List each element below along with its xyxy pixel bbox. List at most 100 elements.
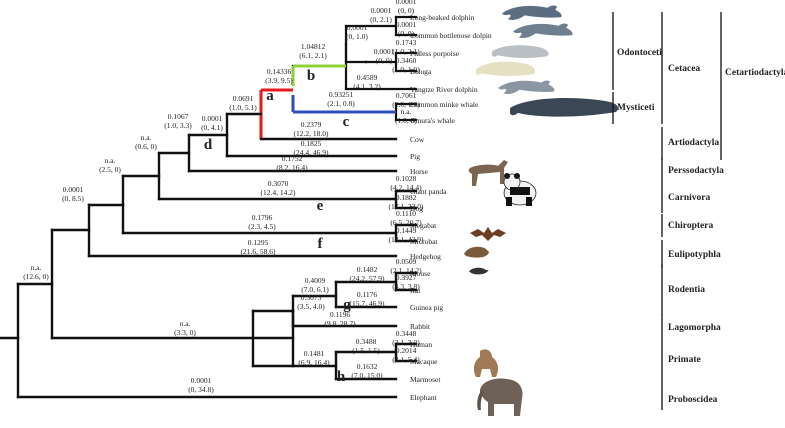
omega-value-pig: 0.1825 (301, 139, 322, 148)
omega-value-rodentia: 0.4009 (305, 276, 326, 285)
omega-value-mysticeti: 0.93251 (329, 90, 354, 99)
omega-value-chiroptera: 0.1796 (252, 213, 273, 222)
omega-value-guinea-pig: 0.1176 (357, 290, 378, 299)
ci-value-long-beaked-dolphin: (0, 0) (398, 6, 415, 15)
ci-value-horse: (8.2, 16.4) (276, 163, 308, 172)
omega-value-dolphin-clade: 0.0001 (371, 6, 392, 15)
segment-label-e: e (317, 198, 324, 214)
segment-label-c: c (343, 114, 350, 130)
segment-label-d: d (204, 137, 213, 153)
ci-value-hedgehog: (21.6, 58.6) (241, 247, 276, 256)
omega-value-odontoceti: 1.04812 (301, 42, 326, 51)
taxon-label: Finless porpoise (410, 49, 460, 58)
ci-value-yangtze: (4.1, 3.2) (353, 82, 381, 91)
taxon-label: Common minke whale (410, 100, 479, 109)
segment-label-a: a (266, 88, 274, 104)
tree-branches (0, 15, 418, 399)
omega-value-scrotifera: n.a. (105, 156, 116, 165)
ci-value-whippomorpha: (1.0, 5.1) (229, 103, 257, 112)
bat-icon (470, 227, 506, 241)
panda-icon (503, 173, 537, 206)
ci-value-beluga: (1.0, 1.0) (392, 65, 420, 74)
taxon-label: Beluga (410, 67, 432, 76)
group-label-eulipotyphla: Eulipotyphla (668, 250, 721, 260)
omega-value-finless-porpoise: 0.1743 (396, 38, 417, 47)
taxon-label: Human (410, 340, 432, 349)
group-label-primate: Primate (668, 355, 701, 365)
ci-value-microbat: (18.1, 43.9) (389, 235, 424, 244)
omega-value-cetartiodactyla: 0.1067 (168, 112, 189, 121)
omega-value-laurasiatheria: 0.0001 (63, 185, 84, 194)
taxon-label: Mouse (410, 269, 431, 278)
ci-value-delphinoid: (0, 1.0) (346, 32, 368, 41)
taxon-label: Hedgehog (410, 252, 441, 261)
group-label-artiodactyla: Artiodactyla (668, 138, 719, 148)
omega-value-delphinoid: 0.0001 (347, 23, 368, 32)
ci-value-boreoeutheria: (12.6, 0) (23, 272, 49, 281)
ci-value-mysticeti: (2.1, 0.8) (327, 99, 355, 108)
ci-value-finless-porpoise: (1.0, 2.1) (392, 47, 420, 56)
ci-value-fereuungulata: (0.6, 0) (135, 142, 157, 151)
ci-value-cow: (12.2, 18.0) (294, 129, 329, 138)
omega-value-rat: 0.3927 (396, 273, 417, 282)
ci-value-murinae: (24.2, 57.9) (350, 274, 385, 283)
ci-value-rabbit: (9.8, 28.7) (324, 319, 356, 328)
group-label-perssodactyla: Perssodactyla (668, 166, 724, 176)
omega-value-microbat: 0.1449 (396, 226, 417, 235)
omega-value-marmoset: 0.1632 (357, 362, 378, 371)
ci-value-megabat: (6.5, 20.7) (390, 218, 422, 227)
omega-value-hedgehog: 0.1295 (248, 238, 269, 247)
group-label-cetartiodactyla: Cetartiodactyla (725, 68, 785, 78)
ci-value-scrotifera: (2.5, 0) (99, 165, 121, 174)
segment-label-b: b (307, 68, 315, 84)
segment-label-f: f (318, 236, 324, 252)
ci-value-mouse: (2.1, 14.2) (390, 266, 422, 275)
omega-value-glires: 0.3075 (301, 293, 322, 302)
omega-value-omura: n.a. (401, 107, 412, 116)
ci-value-laurasiatheria: (0, 8.5) (62, 194, 84, 203)
elephant-icon (477, 378, 523, 416)
group-brackets (612, 12, 722, 410)
ci-value-catarrhini: (1.5, 1.5) (352, 346, 380, 355)
taxon-label: Dog (410, 204, 423, 213)
ci-value-glires: (3.5, 4.0) (297, 302, 325, 311)
omega-value-macaque: 0.2014 (396, 346, 417, 355)
ci-value-macaque: (3.1, 5.4) (392, 355, 420, 364)
ci-value-rodentia: (7.0, 6.1) (301, 285, 329, 294)
hedgehog-icon (464, 246, 490, 258)
omega-value-bottlenose: 0.0001 (396, 20, 417, 29)
group-label-mysticeti: Mysticeti (617, 103, 655, 113)
omega-value-carnivora: 0.3070 (268, 179, 289, 188)
omega-value-dog: 0.1882 (396, 193, 417, 202)
omega-value-human: 0.3448 (396, 329, 417, 338)
omega-value-beluga: 0.3460 (396, 56, 417, 65)
omega-value-catarrhini: 0.3488 (356, 337, 377, 346)
omega-value-rabbit: 0.1196 (330, 310, 351, 319)
taxon-label: Pig (410, 152, 420, 161)
omega-value-ruminantia: 0.0001 (202, 114, 223, 123)
group-label-rodentia: Rodentia (668, 285, 705, 295)
group-label-lagomorpha: Lagomorpha (668, 323, 721, 333)
ci-value-chiroptera: (2.3, 4.5) (248, 222, 276, 231)
ci-value-elephant: (0, 34.8) (188, 385, 214, 394)
ci-value-rat: (4.3, 3.8) (392, 282, 420, 291)
ci-value-carnivora: (12.4, 14.2) (261, 188, 296, 197)
omega-value-giant-panda: 0.1028 (396, 174, 417, 183)
segment-label-h: h (337, 369, 346, 385)
taxon-label: Horse (410, 167, 429, 176)
ci-value-primate: (6.9, 16.4) (298, 358, 330, 367)
omega-value-megabat: 0.1110 (396, 209, 416, 218)
omega-value-cow: 0.2379 (301, 120, 322, 129)
ci-value-dolphin-clade: (0, 2.1) (370, 15, 392, 24)
taxon-label: Guinea pig (410, 303, 443, 312)
omega-value-minke: 0.7061 (396, 91, 417, 100)
taxon-label: Rabbit (410, 322, 431, 331)
taxon-label: Cow (410, 135, 425, 144)
group-label-odontoceti: Odontoceti (617, 48, 662, 58)
taxon-label: Yangtze River dolphin (410, 85, 478, 94)
omega-value-whippomorpha: 0.0691 (233, 94, 254, 103)
ci-value-bottlenose: (0, 0) (398, 29, 415, 38)
ci-value-minke: (2.0, 1.0) (392, 100, 420, 109)
dolphin-icon (502, 5, 562, 20)
